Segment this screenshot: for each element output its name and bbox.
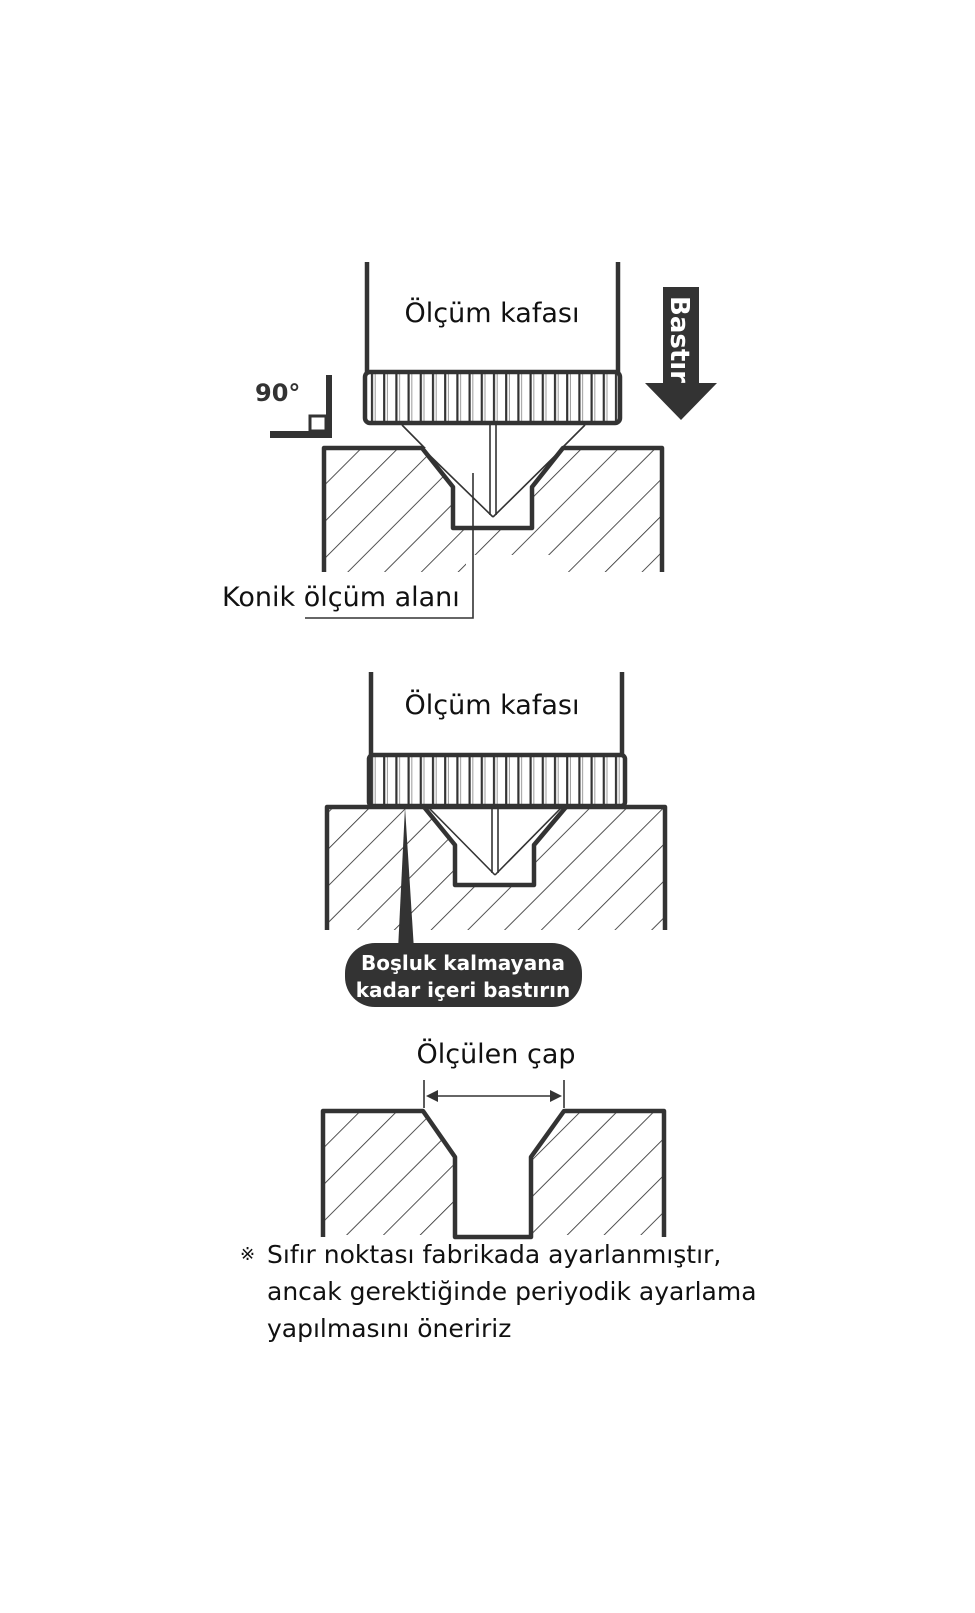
- double-arrow-dimension-icon: [423, 1080, 565, 1108]
- step2-group: Ölçüm kafası Boşluk kalmayana kadar içer…: [324, 672, 668, 1007]
- workpiece-hole-section: [320, 1108, 667, 1240]
- step3-group: Ölçülen çap: [320, 1038, 667, 1240]
- right-angle-icon: 90°: [255, 375, 332, 438]
- workpiece-block: [324, 804, 668, 930]
- head-label: Ölçüm kafası: [405, 689, 580, 721]
- conical-area-leader: [305, 473, 474, 619]
- callout-line1: Boşluk kalmayana: [361, 951, 565, 975]
- footnote: ※Sıfır noktası fabrikada ayarlanmıştır, …: [240, 1236, 757, 1347]
- footnote-line-3: yapılmasını öneririz: [267, 1314, 512, 1343]
- measuring-head: Ölçüm kafası: [362, 262, 623, 519]
- step1-group: Ölçüm kafası Konik ölçüm alanı 90°: [222, 262, 717, 619]
- press-label: Bastır: [664, 296, 694, 383]
- angle-label: 90°: [255, 379, 300, 407]
- measuring-head: Ölçüm kafası: [366, 672, 628, 809]
- footnote-line-2: ancak gerektiğinde periyodik ayarlama: [267, 1277, 757, 1306]
- head-label: Ölçüm kafası: [405, 297, 580, 329]
- callout-pointer: [398, 807, 414, 950]
- instruction-badge: Boşluk kalmayana kadar içeri bastırın: [345, 943, 582, 1007]
- down-arrow-icon: Bastır: [645, 287, 717, 420]
- note-mark-icon: ※: [240, 1244, 256, 1265]
- callout-line2: kadar içeri bastırın: [356, 978, 570, 1002]
- knurled-ring: [362, 369, 623, 426]
- dimension-label: Ölçülen çap: [416, 1038, 575, 1070]
- knurled-ring: [366, 752, 628, 809]
- workpiece-block: [321, 445, 665, 575]
- conical-area-label: Konik ölçüm alanı: [222, 582, 460, 613]
- footnote-line-1: Sıfır noktası fabrikada ayarlanmıştır,: [267, 1240, 722, 1269]
